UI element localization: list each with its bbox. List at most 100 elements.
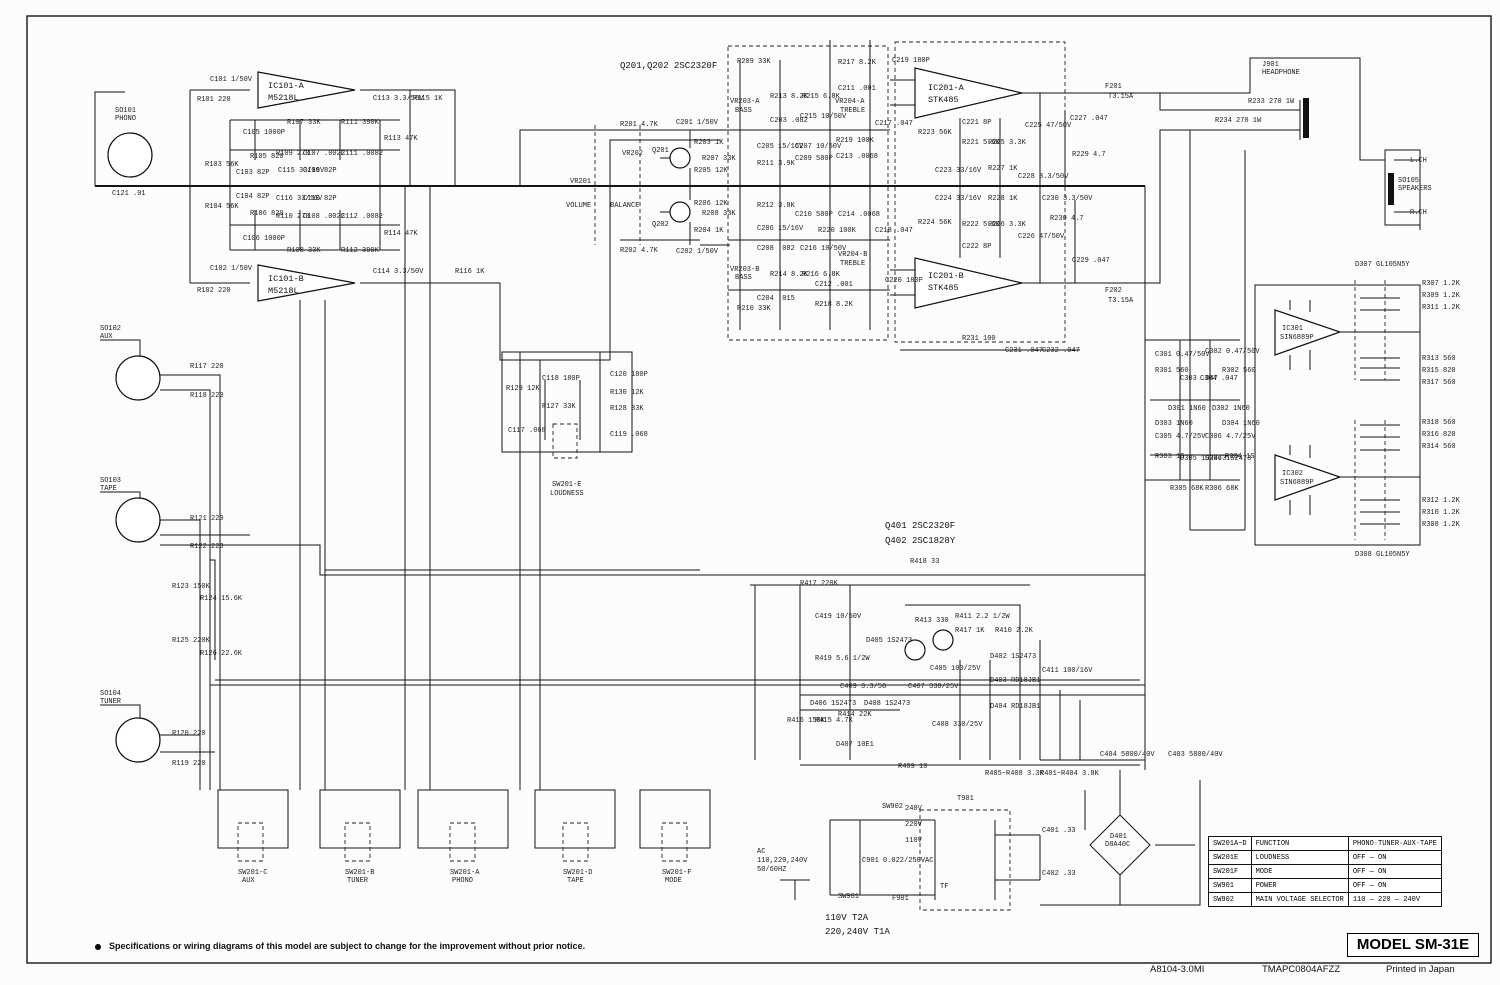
sw901-label: SW901 bbox=[838, 893, 859, 901]
r116-label: R116 1K bbox=[455, 268, 485, 276]
d403-label: D403 RD18JB1 bbox=[990, 677, 1040, 685]
r117-label: R117 220 bbox=[190, 363, 224, 371]
so101-name: PHONO bbox=[115, 115, 136, 123]
sw201f-name: MODE bbox=[665, 877, 682, 885]
c228-label: C228 3.3/50V bbox=[1018, 173, 1069, 181]
r204-label: R204 1K bbox=[694, 227, 724, 235]
ic101b-part: M5218L bbox=[268, 286, 299, 296]
r229-label: R229 4.7 bbox=[1072, 151, 1106, 159]
c223-label: C223 33/16V bbox=[935, 167, 982, 175]
d307-label: D307 GL105N5Y bbox=[1355, 261, 1410, 269]
r304-label: R304 1S bbox=[1225, 453, 1254, 461]
so101-socket bbox=[107, 132, 153, 178]
c108-label: C108 .0022 bbox=[303, 213, 345, 221]
c231-label: C231 .047 bbox=[1005, 347, 1043, 355]
r202-label: R202 4.7K bbox=[620, 247, 659, 255]
r315-label: R315 820 bbox=[1422, 367, 1456, 375]
r102-label: R102 220 bbox=[197, 287, 231, 295]
d405-label: D405 1S2473 bbox=[866, 637, 912, 645]
r419-label: R419 5.6 1/2W bbox=[815, 655, 870, 663]
so105-name: SPEAKERS bbox=[1398, 185, 1432, 193]
c118-label: C118 180P bbox=[542, 375, 580, 383]
spec-cell: 110 — 220 — 240V bbox=[1347, 892, 1442, 907]
doc-number: A8104-3.0MI bbox=[1150, 964, 1205, 975]
c116-label: C116 33/16V bbox=[276, 195, 323, 203]
switch-spec-table: SW201A~D FUNCTION PHONO·TUNER·AUX·TAPE S… bbox=[1208, 836, 1442, 907]
c229-label: C229 .047 bbox=[1072, 257, 1110, 265]
r415-label: R415 4.7K bbox=[815, 717, 854, 725]
c214-label: C214 .0068 bbox=[838, 211, 880, 219]
c301-label: C301 0.47/50V bbox=[1155, 351, 1210, 359]
so101-ref: SO101 bbox=[115, 107, 136, 115]
r128-label: R128 33K bbox=[610, 405, 644, 413]
so105-ref: SO105 bbox=[1398, 177, 1419, 185]
c115-label: C115 33/16V bbox=[278, 167, 325, 175]
r114-label: R114 47K bbox=[384, 230, 418, 238]
notice-text: Specifications or wiring diagrams of thi… bbox=[95, 941, 585, 951]
r217-label: R217 8.2K bbox=[838, 59, 877, 67]
ic101a-ref: IC101-A bbox=[268, 81, 305, 91]
r416-label: R416 150K bbox=[787, 717, 826, 725]
r405-label: R405~R408 3.3K bbox=[985, 770, 1045, 778]
ic201b-part: STK485 bbox=[928, 283, 959, 293]
sw201e-frame bbox=[552, 423, 578, 459]
r228-label: R228 1K bbox=[988, 195, 1018, 203]
r414-label: R414 22K bbox=[838, 711, 872, 719]
c225-label: C225 47/50V bbox=[1025, 122, 1072, 130]
sw201a-name: PHONO bbox=[452, 877, 473, 885]
c302-label: C302 0.47/50V bbox=[1205, 348, 1260, 356]
r212-label: R212 3.8K bbox=[757, 202, 796, 210]
spec-cell: LOUDNESS bbox=[1250, 850, 1349, 865]
r316-label: R316 820 bbox=[1422, 431, 1456, 439]
ic201b-ref: IC201-B bbox=[928, 271, 964, 281]
c407-label: C407 330/25V bbox=[908, 683, 959, 691]
ac-label: AC bbox=[757, 848, 765, 856]
c209-label: C209 580P bbox=[795, 155, 833, 163]
so103-name: TAPE bbox=[100, 485, 117, 493]
j901-name: HEADPHONE bbox=[1262, 69, 1300, 77]
ic301-part: SIN6889P bbox=[1280, 334, 1314, 342]
r213-label: R213 8.2K bbox=[770, 93, 809, 101]
f202-ref: F202 bbox=[1105, 287, 1122, 295]
spec-cell: OFF — ON bbox=[1347, 850, 1442, 865]
power-amp-block bbox=[894, 41, 1066, 343]
ic101a-part: M5218L bbox=[268, 93, 299, 103]
treble-b-label: TREBLE bbox=[840, 260, 865, 268]
r126-label: R126 22.6K bbox=[200, 650, 243, 658]
r220-label: R220 100K bbox=[818, 227, 857, 235]
r129-label: R129 12K bbox=[506, 385, 540, 393]
r309-label: R309 1.2K bbox=[1422, 292, 1461, 300]
r226-label: R226 3.3K bbox=[988, 221, 1027, 229]
c103-label: C103 82P bbox=[236, 169, 270, 177]
c404-label: C404 5800/40V bbox=[1100, 751, 1155, 759]
component-labels: C101 1/50V R101 220 R103 56K C103 82P C1… bbox=[112, 57, 1461, 878]
c107-label: C107 .0022 bbox=[303, 150, 345, 158]
r227-label: R227 1K bbox=[988, 165, 1018, 173]
spec-cell: SW201F bbox=[1208, 864, 1252, 879]
r223-label: R223 56K bbox=[918, 129, 952, 137]
spec-row: SW201F MODE OFF — ON bbox=[1208, 864, 1442, 879]
c218-label: C218 .047 bbox=[875, 227, 913, 235]
c408-label: C408 330/25V bbox=[932, 721, 983, 729]
r318-label: R318 560 bbox=[1422, 419, 1456, 427]
r301-label: R301 560 bbox=[1155, 367, 1189, 375]
d302-label: D302 1N60 bbox=[1212, 405, 1250, 413]
c403-label: C403 5800/40V bbox=[1168, 751, 1223, 759]
r234-label: R234 270 1W bbox=[1215, 117, 1262, 125]
d407-label: D407 10E1 bbox=[836, 741, 874, 749]
volume-label: VOLUME bbox=[566, 202, 591, 210]
spec-cell: OFF — ON bbox=[1347, 878, 1442, 893]
q402-transistor bbox=[904, 639, 926, 661]
ic201b-amp bbox=[914, 257, 1023, 309]
c227-label: C227 .047 bbox=[1070, 115, 1108, 123]
r112-label: R112 390K bbox=[341, 247, 380, 255]
c305-label: C305 4.7/25V bbox=[1155, 433, 1206, 441]
d401-part: D8A40C bbox=[1105, 841, 1130, 849]
r314-label: R314 560 bbox=[1422, 443, 1456, 451]
c222-label: C222 8P bbox=[962, 243, 991, 251]
r310-label: R310 1.2K bbox=[1422, 509, 1461, 517]
r201-label: R201 4.7K bbox=[620, 121, 659, 129]
r122-label: R122 220 bbox=[190, 543, 224, 551]
r317-label: R317 560 bbox=[1422, 379, 1456, 387]
c303-label: C303 .047 bbox=[1180, 375, 1218, 383]
